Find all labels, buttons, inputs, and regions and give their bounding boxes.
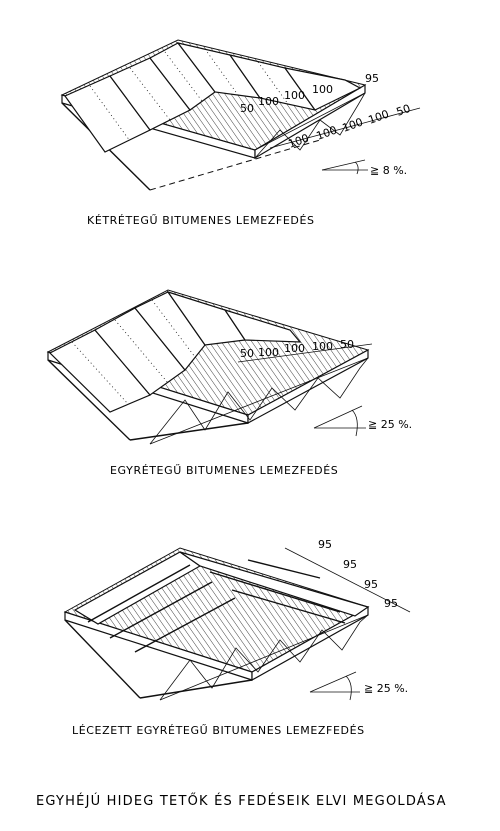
dim-line-1	[269, 107, 421, 149]
caption-2: EGYRÉTEGŰ BITUMENES LEMEZFEDÉS	[110, 463, 338, 477]
dim-label: 50	[240, 347, 254, 360]
dims-right-3: 95 95 95 95	[284, 538, 411, 613]
dim-label: 100	[315, 123, 339, 142]
dim-label-right: 95	[365, 72, 379, 85]
roof-sheets-2	[48, 290, 302, 413]
slope-symbol-2	[313, 405, 366, 437]
dim-label: 100	[312, 83, 333, 96]
dim-label: 95	[343, 558, 357, 571]
diagram-2-single-layer-roof: 50 100 100 100 50 ≧ 25 %. EGYRÉTEGŰ BITU…	[46, 289, 412, 477]
dim-label: 100	[367, 107, 391, 126]
truss-chord-1	[254, 92, 366, 151]
dim-label: 95	[364, 578, 378, 591]
base-line-2	[129, 422, 249, 441]
base-line-3	[64, 619, 141, 699]
caption-1: KÉTRÉTEGŰ BITUMENES LEMEZFEDÉS	[87, 213, 315, 227]
slope-label-3: ≧ 25 %.	[364, 682, 408, 695]
truss-1	[254, 92, 366, 159]
dim-label: 100	[258, 95, 279, 108]
slope-label-2: ≧ 25 %.	[368, 418, 412, 431]
truss-3	[159, 614, 369, 701]
truss-chord-3	[159, 614, 369, 701]
slope-symbol-1	[321, 159, 368, 175]
roof-sheet-top-3	[179, 551, 370, 617]
dims-upper-2: 50 100 100 100 50	[240, 338, 354, 360]
battens-3	[87, 559, 346, 653]
dim-label: 100	[284, 89, 305, 102]
dim-label: 50	[340, 338, 354, 351]
dim-label: 50	[240, 102, 254, 115]
base-line-3b	[139, 679, 253, 699]
dim-label: 50	[395, 102, 413, 119]
base-line-2b	[47, 359, 131, 441]
dim-label: 100	[284, 342, 305, 355]
truss-2	[149, 357, 369, 445]
dim-label: 100	[341, 115, 365, 134]
page-title: EGYHÉJÚ HIDEG TETŐK ÉS FEDÉSEIK ELVI MEG…	[36, 793, 447, 809]
truss-chord-2	[149, 357, 369, 445]
slope-symbol-3	[309, 671, 360, 701]
roof-sheets-1	[64, 42, 362, 153]
dim-label: 100	[258, 346, 279, 359]
dim-line-2	[237, 343, 373, 363]
dim-label: 95	[318, 538, 332, 551]
dims-upper-1: 50 100 100 100	[240, 83, 333, 115]
caption-3: LÉCEZETT EGYRÉTEGŰ BITUMENES LEMEZFEDÉS	[72, 723, 365, 737]
diagram-3-battened-roof: 95 95 95 95 ≧ 25 %. LÉCEZETT EGYRÉTEGŰ B…	[63, 538, 411, 737]
diagram-1-two-layer-roof: 50 100 100 100 95 100 100 100 100 50 ≧ 8…	[60, 39, 421, 227]
slope-label-1: ≧ 8 %.	[370, 164, 407, 177]
dim-label: 95	[384, 597, 398, 610]
